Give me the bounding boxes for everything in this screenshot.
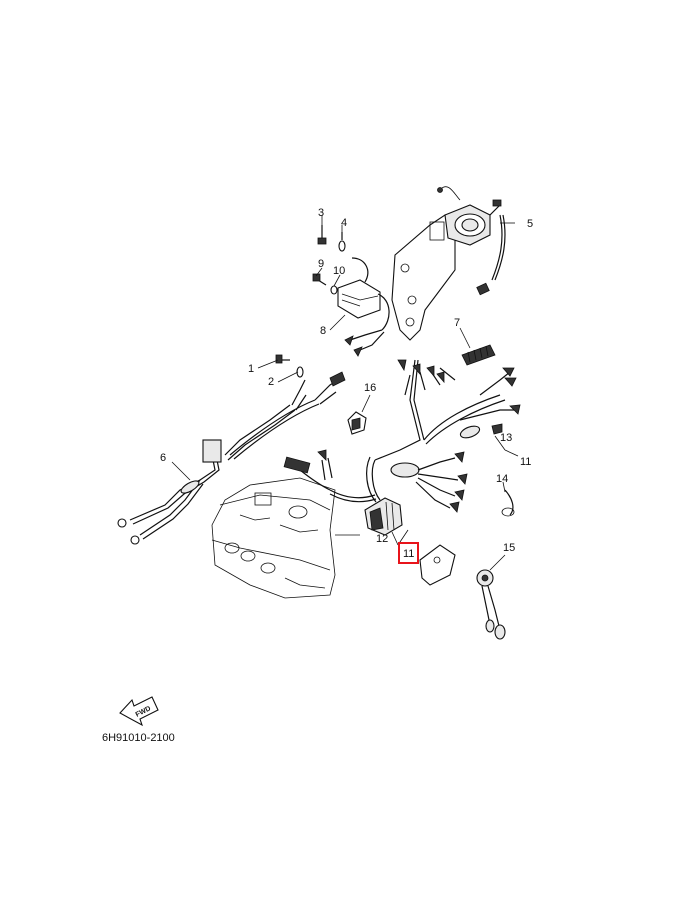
engine-block-outline	[211, 477, 336, 599]
callout-9[interactable]: 9	[318, 258, 324, 270]
callout-13[interactable]: 13	[500, 432, 512, 444]
callout-10[interactable]: 10	[333, 265, 345, 277]
callout-4[interactable]: 4	[341, 217, 347, 229]
callout-6[interactable]: 6	[160, 452, 166, 464]
battery-cable-6	[117, 379, 307, 545]
fwd-arrow-icon: FWD	[119, 696, 159, 727]
screw-1	[275, 354, 290, 364]
callout-5[interactable]: 5	[527, 218, 533, 230]
bolt-9	[312, 273, 327, 286]
callout-1[interactable]: 1	[248, 363, 254, 375]
washer-2	[296, 366, 304, 378]
callout-7[interactable]: 7	[454, 317, 460, 329]
washer-10	[330, 285, 338, 295]
rectifier-regulator	[337, 257, 390, 357]
drawing-code: 6H91010-2100	[102, 732, 175, 744]
callout-16[interactable]: 16	[364, 382, 376, 394]
callout-11-harness[interactable]: 11	[520, 456, 531, 468]
starter-bracket-assembly	[391, 186, 506, 341]
callout-12[interactable]: 12	[376, 533, 388, 545]
highlight-box	[398, 542, 419, 564]
grommet-16	[347, 411, 367, 435]
clip-13	[491, 423, 503, 435]
callout-14[interactable]: 14	[496, 473, 508, 485]
callout-3[interactable]: 3	[318, 207, 324, 219]
callout-2[interactable]: 2	[268, 376, 274, 388]
callout-11-highlighted[interactable]: 11	[403, 548, 414, 560]
leader-lines	[171, 215, 519, 571]
washer-4	[338, 232, 346, 252]
coupler-12	[364, 497, 403, 536]
callout-8[interactable]: 8	[320, 325, 326, 337]
callout-15[interactable]: 15	[503, 542, 515, 554]
grommet-7	[461, 344, 496, 366]
wire-harness	[229, 359, 521, 513]
switch-bracket-15	[419, 544, 506, 640]
band-14	[501, 489, 515, 517]
